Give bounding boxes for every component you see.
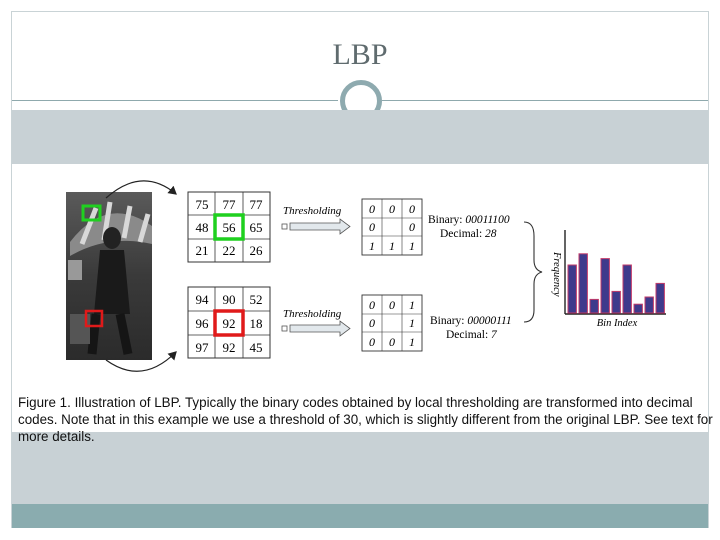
grid-cell: 92 — [223, 340, 236, 355]
decimal-value: 28 — [485, 228, 497, 240]
grid-top-center-highlight — [213, 213, 245, 241]
decimal-value: 7 — [491, 329, 498, 341]
hist-bar — [644, 296, 654, 314]
decimal-label: Decimal: — [446, 329, 488, 341]
hist-xlabel: Bin Index — [597, 318, 638, 329]
binary-cell: 0 — [369, 298, 375, 312]
hist-ylabel: Frequency — [551, 251, 562, 297]
binary-cell: 1 — [369, 239, 375, 253]
binary-cell: 1 — [409, 239, 415, 253]
svg-text:Decimal: 28: Decimal: 28 — [440, 228, 497, 240]
hist-bar — [567, 264, 577, 314]
grid-bottom: 94 90 52 96 92 18 97 92 45 — [187, 286, 271, 359]
binary-cell: 0 — [409, 220, 415, 234]
hist-bar — [578, 253, 588, 314]
green-patch-marker — [81, 204, 102, 222]
grid-cell: 65 — [250, 220, 263, 235]
hist-bar — [622, 264, 632, 314]
title-rule-right — [382, 100, 708, 101]
grid-cell: 90 — [223, 292, 236, 307]
grid-cell: 77 — [223, 197, 237, 212]
lbp-figure-svg: 75 77 77 48 56 65 21 22 26 94 90 52 96 9… — [66, 180, 666, 372]
threshold-arrow-top: Thresholding — [281, 205, 351, 235]
hist-bar — [600, 258, 610, 314]
binary-label: Binary: — [430, 315, 465, 327]
binary-cell: 1 — [409, 316, 415, 330]
threshold-label: Thresholding — [283, 308, 342, 320]
grid-cell: 18 — [250, 316, 263, 331]
hist-bar — [655, 282, 665, 314]
footer-band — [12, 504, 708, 528]
threshold-label: Thresholding — [283, 205, 342, 217]
lbp-figure: 75 77 77 48 56 65 21 22 26 94 90 52 96 9… — [12, 164, 708, 432]
hist-bar — [589, 298, 599, 314]
svg-text:Binary: 00000111: Binary: 00000111 — [430, 315, 512, 327]
hist-bar — [611, 290, 621, 314]
binary-cell: 0 — [369, 316, 375, 330]
binary-label: Binary: — [428, 214, 463, 226]
svg-text:Binary: 00011100: Binary: 00011100 — [428, 214, 510, 226]
grid-cell: 22 — [223, 243, 236, 258]
svg-text:Decimal: 7: Decimal: 7 — [446, 329, 498, 341]
code-top: Binary: 00011100 Decimal: 28 — [428, 214, 510, 240]
grid-cell: 48 — [196, 220, 209, 235]
binary-cell: 0 — [409, 202, 415, 216]
grid-cell: 75 — [196, 197, 209, 212]
grid-cell: 21 — [196, 243, 209, 258]
pedestrian-photo — [66, 192, 152, 360]
binary-grid-bottom: 0 0 1 0 1 0 0 1 — [361, 294, 423, 352]
binary-grid-top: 0 0 0 0 0 1 1 1 — [361, 198, 423, 256]
binary-cell: 0 — [369, 220, 375, 234]
binary-value: 00000111 — [467, 315, 511, 327]
binary-cell: 1 — [409, 298, 415, 312]
curve-arrow-top — [105, 180, 177, 199]
top-band — [12, 110, 708, 164]
grid-cell: 56 — [223, 220, 237, 235]
code-bottom: Binary: 00000111 Decimal: 7 — [430, 315, 512, 341]
hist-bars — [567, 253, 665, 314]
threshold-arrow-bottom: Thresholding — [281, 308, 351, 337]
binary-cell: 0 — [389, 202, 395, 216]
binary-cell: 1 — [389, 239, 395, 253]
histogram: Frequency Bin Index — [551, 230, 666, 329]
binary-cell: 0 — [369, 202, 375, 216]
grid-cell: 26 — [250, 243, 264, 258]
binary-cell: 0 — [369, 335, 375, 349]
hist-bar — [633, 303, 643, 314]
binary-cell: 1 — [409, 335, 415, 349]
grid-cell: 77 — [250, 197, 264, 212]
brace-icon — [523, 221, 543, 323]
binary-cell: 0 — [389, 298, 395, 312]
grid-cell: 45 — [250, 340, 263, 355]
grid-cell: 94 — [196, 292, 210, 307]
red-patch-marker — [84, 309, 104, 328]
binary-value: 00011100 — [465, 214, 510, 226]
grid-cell: 52 — [250, 292, 263, 307]
grid-top: 75 77 77 48 56 65 21 22 26 — [187, 191, 271, 263]
grid-cell: 92 — [223, 316, 236, 331]
grid-cell: 96 — [196, 316, 210, 331]
bottom-band — [12, 432, 708, 504]
title-rule-left — [12, 100, 338, 101]
curve-arrow-bottom — [105, 351, 177, 372]
figure-caption: Figure 1. Illustration of LBP. Typically… — [18, 395, 713, 444]
decimal-label: Decimal: — [440, 228, 482, 240]
grid-bottom-center-highlight — [213, 309, 245, 337]
slide-title: LBP — [332, 38, 388, 71]
grid-cell: 97 — [196, 340, 210, 355]
binary-cell: 0 — [389, 335, 395, 349]
